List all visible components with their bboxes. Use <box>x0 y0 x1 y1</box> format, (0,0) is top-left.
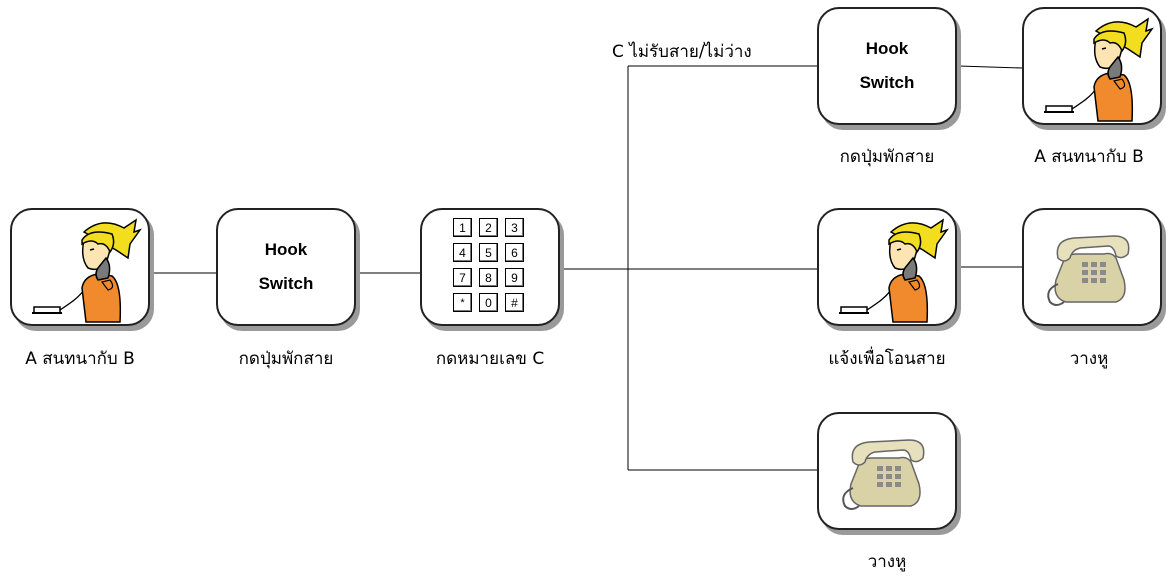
hook-switch-2-line1: Hook <box>865 39 909 58</box>
caption-hangup-mid: วางหู <box>1069 349 1109 369</box>
node-hook-switch-1: Hook Switch <box>216 208 356 326</box>
caption-announce-person: แจ้งเพื่อโอนสาย <box>828 349 946 369</box>
desk-phone-icon <box>1047 235 1130 306</box>
desk-phone-icon <box>842 439 925 510</box>
node-end-person <box>1022 7 1162 125</box>
person-on-phone-icon <box>1043 18 1153 122</box>
keypad-grid: 1 2 3 4 5 6 7 8 9 * 0 # <box>453 218 524 312</box>
keypad-key: * <box>453 293 472 312</box>
caption-start-person: A สนทนากับ B <box>25 349 135 369</box>
caption-keypad: กดหมายเลข C <box>435 349 545 369</box>
caption-hook-switch-1: กดปุ่มพักสาย <box>238 349 334 369</box>
keypad-key: 6 <box>505 243 524 262</box>
hook-switch-1-line1: Hook <box>264 240 308 259</box>
person-on-phone-icon <box>31 219 141 323</box>
node-hangup-bottom <box>817 412 957 530</box>
connector-hook-to-person <box>957 65 1023 69</box>
keypad-key: 8 <box>479 268 498 287</box>
keypad-key: 2 <box>479 218 498 237</box>
hook-switch-1-line2: Switch <box>258 274 314 293</box>
keypad-key: 4 <box>453 243 472 262</box>
node-announce-person <box>817 208 957 326</box>
node-hook-switch-2: Hook Switch <box>817 7 957 125</box>
keypad-key: 9 <box>505 268 524 287</box>
person-on-phone-icon <box>838 219 948 323</box>
keypad-key: 7 <box>453 268 472 287</box>
keypad-key: # <box>505 293 524 312</box>
node-hangup-mid <box>1022 208 1162 326</box>
keypad-key: 0 <box>479 293 498 312</box>
branch-label: C ไม่รับสาย/ไม่ว่าง <box>612 42 752 62</box>
keypad-key: 5 <box>479 243 498 262</box>
caption-hangup-bottom: วางหู <box>867 552 907 572</box>
keypad-key: 1 <box>453 218 472 237</box>
caption-hook-switch-2: กดปุ่มพักสาย <box>839 147 935 167</box>
hook-switch-2-line2: Switch <box>859 73 915 92</box>
caption-end-person: A สนทนากับ B <box>1034 147 1144 167</box>
node-keypad: 1 2 3 4 5 6 7 8 9 * 0 # <box>420 208 560 326</box>
keypad-key: 3 <box>505 218 524 237</box>
node-start-person <box>10 208 150 326</box>
